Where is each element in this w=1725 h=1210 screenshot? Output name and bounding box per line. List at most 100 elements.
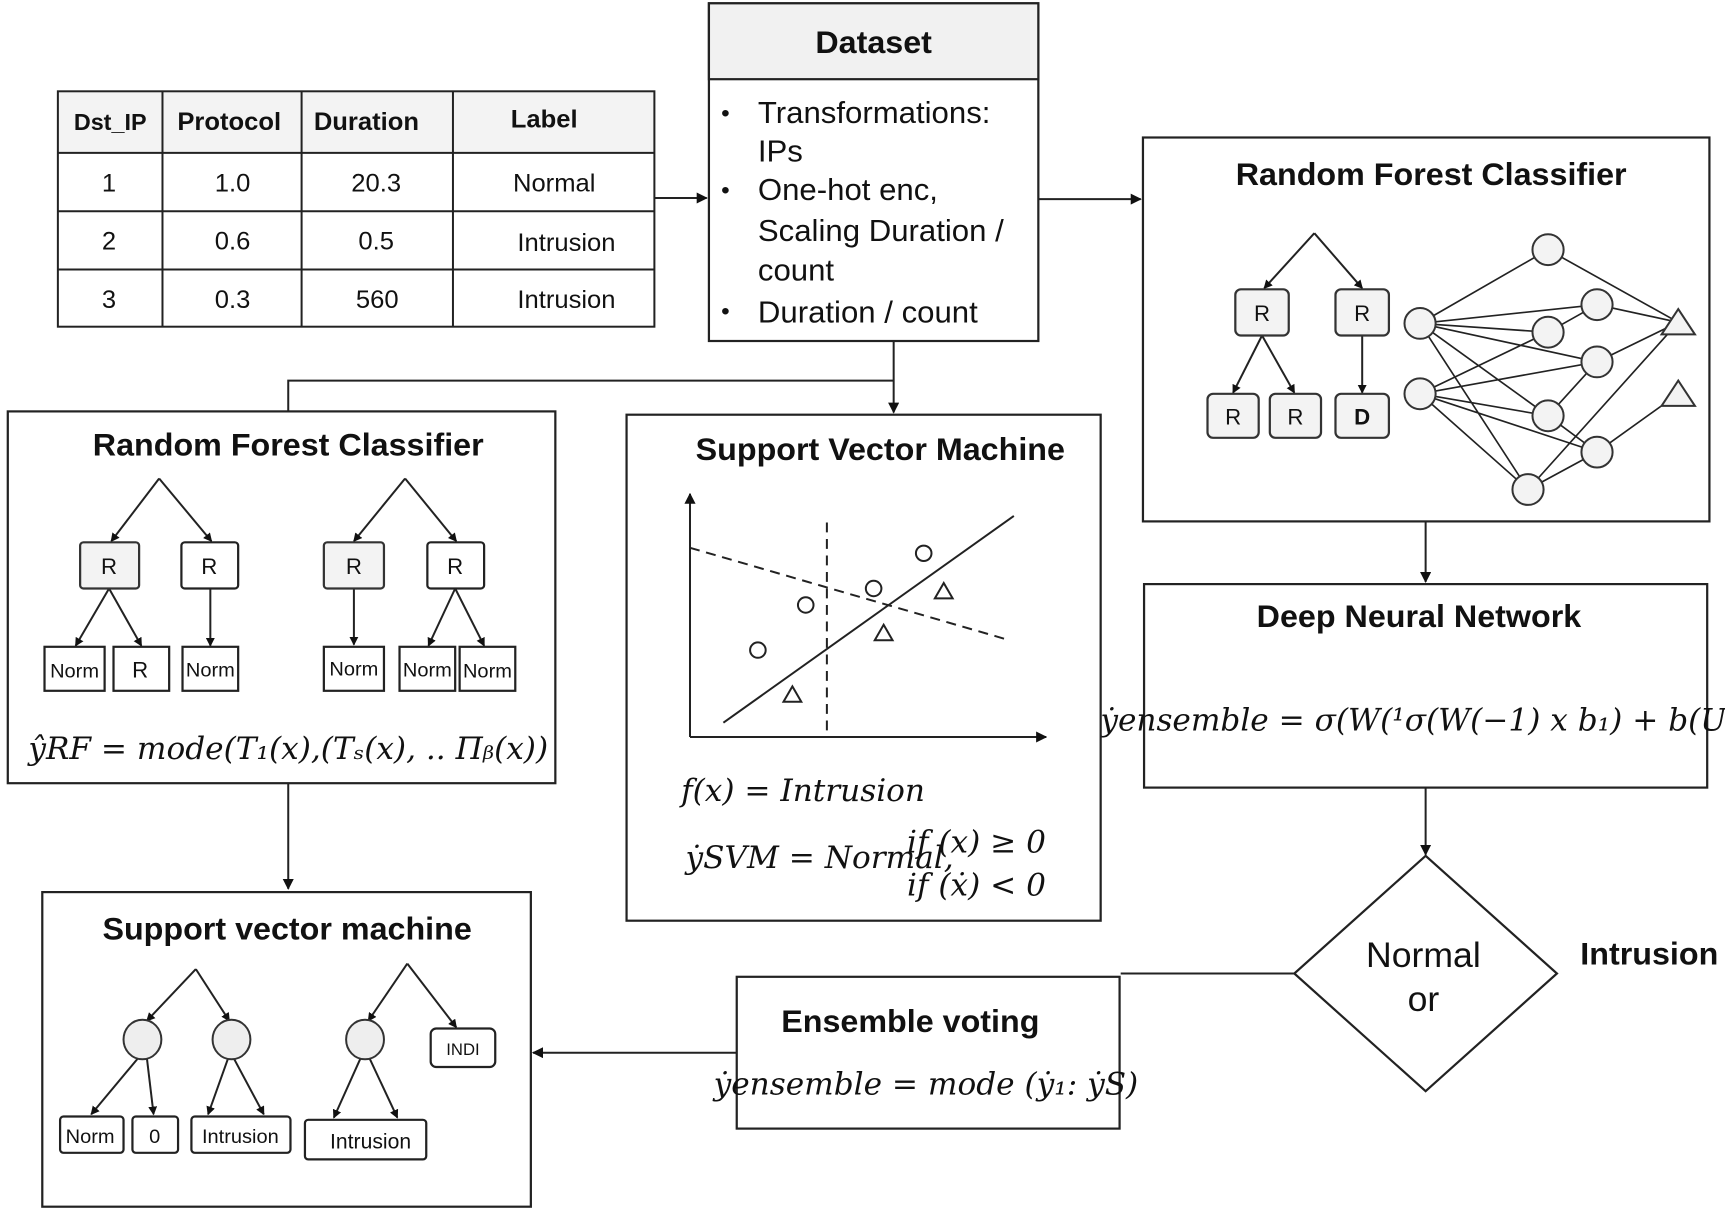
intrusion-point (781, 684, 804, 703)
table-cell: 0.6 (215, 228, 251, 256)
tree-leaf: Intrusion (202, 1126, 279, 1148)
svm-tree-box: Support vector machine Norm 0 Intrusion … (41, 891, 532, 1208)
dnn-title: Deep Neural Network (1257, 598, 1582, 634)
table-cell: 1 (102, 170, 116, 198)
dataset-item: Duration / count (758, 294, 978, 329)
table-cell: 3 (102, 286, 116, 314)
ensemble-formula: ẏensemble = mode (ẏ₁: ẏS) (712, 1067, 1139, 1103)
normal-point (749, 641, 767, 659)
tree-node: R (1225, 405, 1241, 430)
tree-leaf: Norm (66, 1126, 115, 1148)
table-cell: 0.5 (358, 228, 394, 256)
tree-node-circle (211, 1018, 252, 1061)
dataset-item: One-hot enc, (758, 172, 938, 207)
decision-label-normal: Normal (1366, 935, 1481, 975)
tree-leaf: INDI (446, 1040, 479, 1059)
table-cell: Intrusion (517, 286, 615, 314)
table-cell: Intrusion (517, 229, 615, 257)
output-triangle-icon (1659, 307, 1697, 336)
hyperplane-line (722, 515, 1015, 724)
tree-leaf: Norm (50, 661, 99, 683)
tree-node: R (101, 554, 117, 579)
network-node (1531, 233, 1565, 267)
tree-leaf: Norm (329, 658, 378, 680)
table-cell: 0.3 (215, 286, 251, 314)
normal-point (914, 544, 933, 562)
rf-formula: ŷRF = mode(T₁(x),(Tₛ(x), .. Πᵦ(x)) (26, 731, 548, 767)
network-nodes (1403, 233, 1697, 506)
rf-classifier-top-box: Random Forest Classifier R R R R D (1141, 136, 1711, 523)
network-node (1511, 473, 1545, 506)
tree-leaf: Norm (463, 661, 512, 683)
network-node (1403, 307, 1437, 340)
dataset-item: Transformations: (758, 95, 991, 130)
bullet-icon: • (721, 177, 730, 204)
ensemble-voting-box: Ensemble voting ẏensemble = mode (ẏ₁: ẏS… (712, 975, 1139, 1130)
tree-node: R (1254, 301, 1270, 326)
bullet-icon: • (721, 298, 730, 325)
line-dataset-to-rf-left (287, 379, 894, 412)
dataset-title: Dataset (815, 24, 932, 60)
tree-node: R (1287, 405, 1303, 430)
svm-condition: if (ẋ) < 0 (907, 868, 1046, 904)
dataset-item: Scaling Duration / (758, 213, 1004, 248)
table-header: Dst_IP (74, 109, 147, 135)
table-row: 1 1.0 20.3 Normal (102, 170, 596, 198)
table-header: Protocol (177, 108, 281, 136)
tree-node: R (1354, 301, 1370, 326)
network-node (1531, 399, 1565, 433)
decision-tree: R R Norm R Norm (43, 477, 240, 692)
decision-label-or: or (1408, 979, 1440, 1019)
svm-plot (684, 492, 1048, 743)
network-node (1531, 315, 1565, 349)
table-header: Label (511, 106, 578, 134)
svm-box: Support Vector Machine f(x) = Intrusion … (625, 413, 1102, 922)
network-node (1580, 435, 1614, 469)
table-header: Duration (314, 108, 419, 136)
tree-leaf: R (132, 658, 148, 683)
network-node (1580, 345, 1614, 379)
intrusion-point (873, 622, 895, 642)
table-header-row (57, 91, 655, 153)
tree-leaf: Intrusion (330, 1131, 411, 1154)
decision-tree: R R Norm Norm Norm (322, 477, 517, 692)
connectors (282, 192, 1432, 1059)
dnn-formula: ẏensemble = σ(W(¹σ(W(−1) x b₁) + b(U)) (1098, 703, 1725, 739)
table-cell: 560 (356, 286, 399, 314)
tree-node-circle (122, 1018, 163, 1061)
normal-point (796, 596, 815, 614)
svm-formula-fx: f(x) = Intrusion (679, 773, 925, 809)
rf-left-title: Random Forest Classifier (93, 427, 484, 463)
tree-node: R (346, 554, 362, 579)
rf-classifier-left-box: Random Forest Classifier R R Norm R Norm… (6, 410, 557, 785)
svm-condition: if (x) ≥ 0 (907, 825, 1046, 861)
output-triangle-icon (1659, 378, 1697, 407)
data-table: Dst_IP Protocol Duration Label 1 1.0 20.… (56, 90, 656, 328)
tree-node: D (1354, 405, 1370, 430)
dnn-box: Deep Neural Network ẏensemble = σ(W(¹σ(W… (1098, 583, 1725, 789)
table-cell: Normal (513, 170, 595, 198)
svm-title: Support Vector Machine (696, 431, 1065, 467)
intrusion-point (933, 581, 955, 600)
tree-leaf: 0 (149, 1126, 160, 1148)
bullet-icon: • (721, 100, 730, 127)
table-cell: 1.0 (215, 170, 251, 198)
decision-label-intrusion: Intrusion (1580, 936, 1718, 972)
tree-node-circle (345, 1018, 385, 1061)
decision-tree: R R R R D (1206, 232, 1391, 439)
decision-diamond: Normal or Intrusion (1292, 854, 1718, 1093)
network-node (1403, 377, 1437, 411)
dataset-item: IPs (758, 134, 803, 169)
table-row: 2 0.6 0.5 Intrusion (102, 228, 616, 257)
network-node (1580, 288, 1614, 322)
svm-formula-y: ẏSVM = Normal, (684, 840, 954, 876)
dataset-item: count (758, 253, 835, 288)
ensemble-title: Ensemble voting (781, 1003, 1039, 1039)
normal-point (864, 579, 883, 598)
tree-node: R (201, 554, 217, 579)
tree-node: R (447, 554, 463, 579)
table-row: 3 0.3 560 Intrusion (102, 286, 616, 314)
table-cell: 20.3 (351, 170, 401, 198)
neural-network-graph (1419, 248, 1679, 491)
